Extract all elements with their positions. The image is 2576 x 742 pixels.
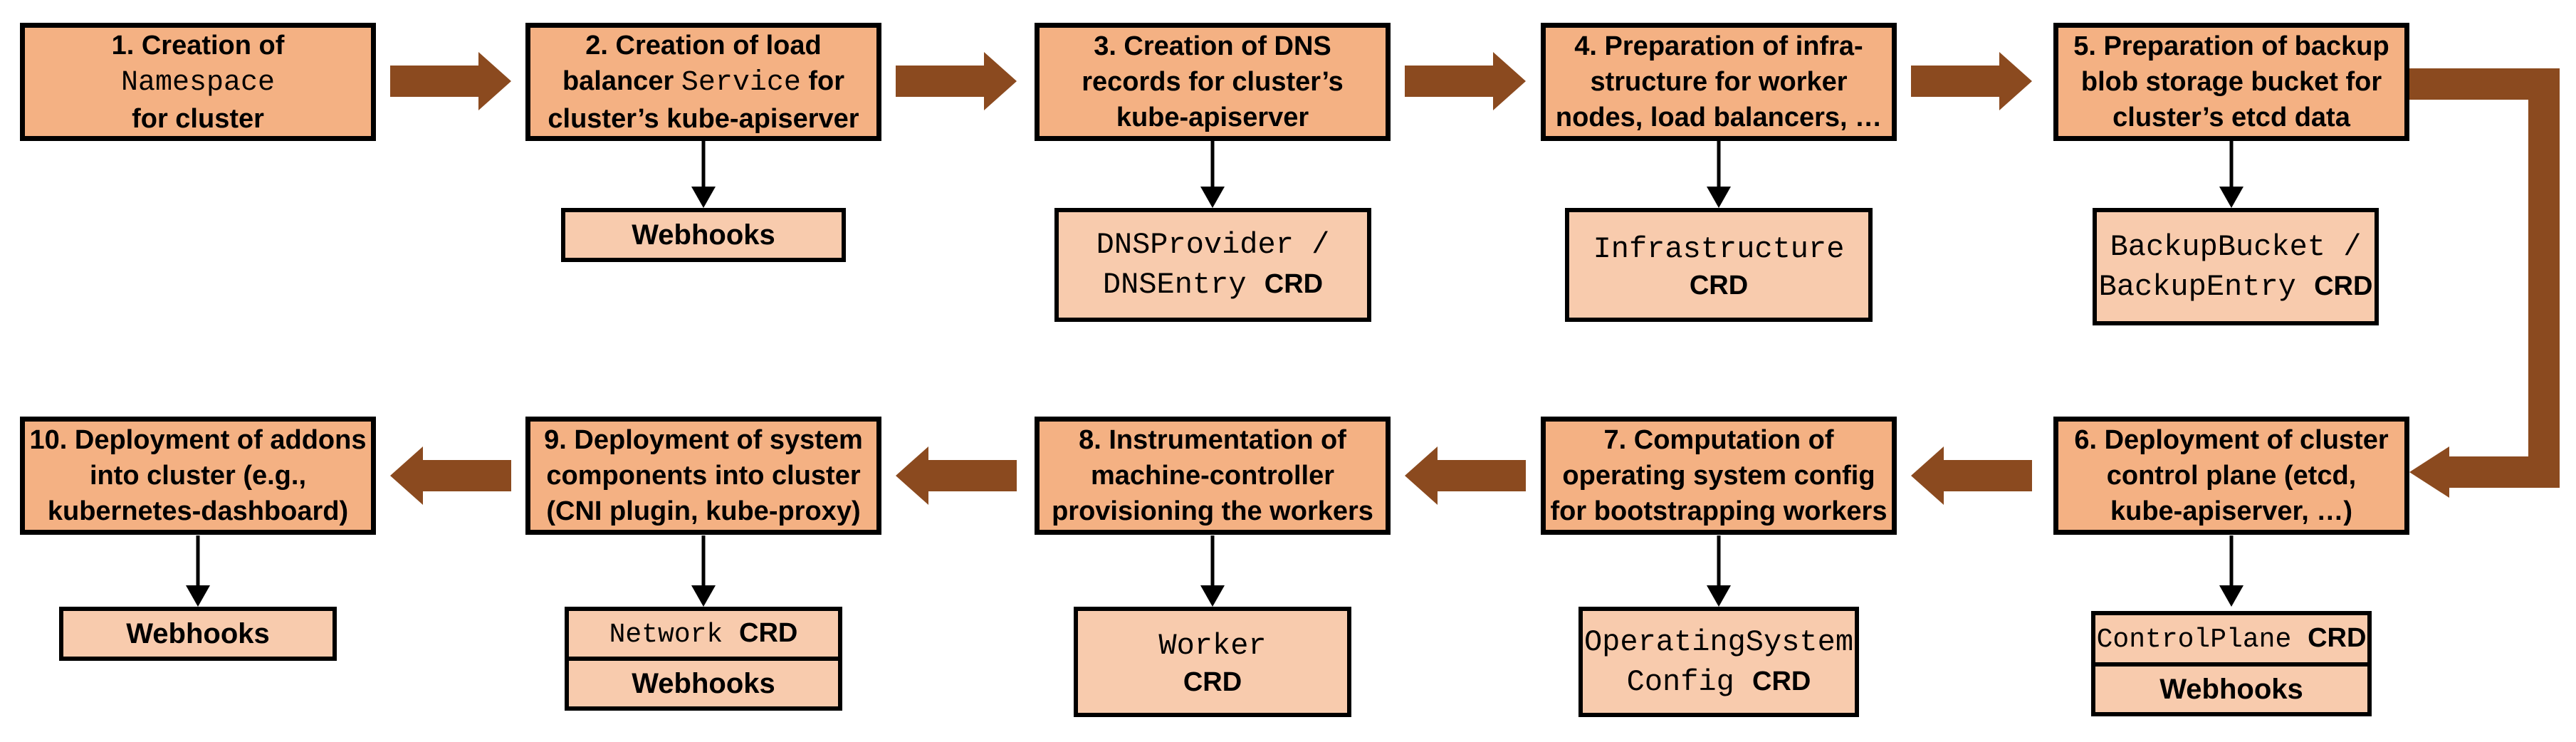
step-9-box: 9. Deployment of system components into … <box>525 417 881 535</box>
dnsentry-label: DNSEntry <box>1102 268 1265 302</box>
arrow-step4-to-infrastructure-crd <box>1706 140 1732 208</box>
step-10-title-segment: kubernetes-dashboard) <box>47 496 349 526</box>
arrow-step7-to-step8 <box>1405 446 1526 505</box>
step-1-box: 1. Creation of Namespace for cluster <box>20 23 376 141</box>
step-5-crd-box: BackupBucket / BackupEntry CRD <box>2093 208 2379 325</box>
step-3-box: 3. Creation of DNS records for cluster’s… <box>1035 23 1391 141</box>
step-1-title-segment: 1. Creation of <box>111 30 285 61</box>
backupentry-label: BackupEntry <box>2098 269 2315 304</box>
step-10-webhooks-box: Webhooks <box>59 607 337 661</box>
step-5-title-segment: cluster’s etcd data <box>2112 103 2350 132</box>
webhooks-label: Webhooks <box>632 667 775 699</box>
step-4-title-segment: 4. Preparation of infra- <box>1574 31 1863 61</box>
step-5-title-segment: blob storage bucket for <box>2080 67 2382 97</box>
step-3-title-segment: kube-apiserver <box>1116 103 1309 132</box>
step-9-title-segment: (CNI plugin, kube-proxy) <box>546 496 861 526</box>
arrow-step5-to-backup-crd <box>2219 140 2244 208</box>
config-label: Config <box>1626 664 1753 699</box>
arrow-step7-to-osconfig-crd <box>1706 535 1732 607</box>
arrow-step3-to-dns-crd <box>1200 140 1225 208</box>
worker-label: Worker <box>1158 629 1267 663</box>
arrow-step2-to-step3 <box>896 52 1017 110</box>
arrow-step8-to-step9 <box>896 446 1017 505</box>
step-2-box: 2. Creation of load balancer Service for… <box>525 23 881 141</box>
step-5-title-segment: 5. Preparation of backup <box>2073 31 2389 61</box>
step-2-title-segment: cluster’s kube-apiserver <box>548 103 859 134</box>
arrow-step10-to-webhooks <box>185 535 211 607</box>
step-2-webhooks-box: Webhooks <box>561 208 846 262</box>
crd-label: CRD <box>1752 666 1811 696</box>
crd-label: CRD <box>739 617 798 648</box>
arrow-step1-to-step2 <box>390 52 511 110</box>
step-4-crd-box: Infrastructure CRD <box>1565 208 1873 322</box>
step-1-title-segment: for cluster <box>132 103 264 134</box>
arrow-step2-to-webhooks <box>691 140 716 208</box>
webhooks-label: Webhooks <box>632 219 775 251</box>
step-4-title-segment: nodes, load balancers, … <box>1555 103 1883 132</box>
step-3-title-segment: 3. Creation of DNS <box>1094 31 1331 61</box>
arrow-step4-to-step5 <box>1911 52 2032 110</box>
connector-step5-to-step6-arrowhead <box>2409 446 2449 498</box>
step-4-title-segment: structure for worker <box>1590 67 1848 97</box>
step-8-crd-box: Worker CRD <box>1074 607 1351 717</box>
step-3-title-segment: records for cluster’s <box>1082 67 1344 97</box>
arrow-step6-to-step7 <box>1911 446 2032 505</box>
backupbucket-label: BackupBucket / <box>2110 229 2362 264</box>
operatingsystem-label: OperatingSystem <box>1583 625 1854 659</box>
step-7-title-segment: operating system config <box>1562 461 1875 491</box>
step-8-title-segment: provisioning the workers <box>1052 496 1373 526</box>
crd-label: CRD <box>1689 270 1749 301</box>
arrow-step9-to-network-crd <box>691 535 716 607</box>
step-10-box: 10. Deployment of addons into cluster (e… <box>20 417 376 535</box>
step-6-title-segment: control plane (etcd, <box>2106 461 2357 491</box>
step-4-box: 4. Preparation of infra- structure for w… <box>1541 23 1897 141</box>
crd-label: CRD <box>2314 271 2373 301</box>
step-2-title-segment: for <box>800 66 845 96</box>
step-3-crd-box: DNSProvider / DNSEntry CRD <box>1054 208 1371 322</box>
step-6-title-segment: kube-apiserver, …) <box>2110 496 2353 526</box>
step-7-title-segment: for bootstrapping workers <box>1550 496 1888 526</box>
step-6-title-segment: 6. Deployment of cluster <box>2074 425 2389 455</box>
step-10-title-segment: into cluster (e.g., <box>89 461 307 491</box>
controlplane-label: ControlPlane <box>2096 624 2308 655</box>
step-10-title-segment: 10. Deployment of addons <box>29 425 367 455</box>
step-8-title-segment: machine-controller <box>1090 461 1335 491</box>
step-9-title-segment: components into cluster <box>546 461 861 491</box>
step-8-box: 8. Instrumentation of machine-controller… <box>1035 417 1391 535</box>
infrastructure-label: Infrastructure <box>1593 231 1845 266</box>
step-8-title-segment: 8. Instrumentation of <box>1079 425 1346 455</box>
crd-label: CRD <box>1264 269 1324 299</box>
step-2-title-segment: 2. Creation of load <box>585 30 822 61</box>
step-7-box: 7. Computation of operating system confi… <box>1541 417 1897 535</box>
webhooks-label: Webhooks <box>2159 673 2303 705</box>
arrow-step6-to-controlplane-crd <box>2219 535 2244 607</box>
crd-label: CRD <box>1183 667 1242 697</box>
webhooks-label: Webhooks <box>126 617 270 649</box>
network-label: Network <box>609 619 740 650</box>
connector-step5-to-step6-bottom-segment <box>2449 456 2560 488</box>
arrow-step3-to-step4 <box>1405 52 1526 110</box>
step-9-title-segment: 9. Deployment of system <box>544 425 863 455</box>
connector-step5-to-step6-vertical-segment <box>2528 68 2560 488</box>
step-7-crd-box: OperatingSystem Config CRD <box>1578 607 1859 717</box>
step-6-webhooks-box: Webhooks <box>2091 662 2372 716</box>
step-6-crd-box: ControlPlane CRD <box>2091 611 2372 667</box>
step-6-box: 6. Deployment of cluster control plane (… <box>2053 417 2409 535</box>
crd-label: CRD <box>2308 622 2367 653</box>
step-7-title-segment: 7. Computation of <box>1603 425 1834 455</box>
arrow-step8-to-worker-crd <box>1200 535 1225 607</box>
step-1-resource-name: Namespace <box>120 66 276 99</box>
step-2-title-segment: balancer <box>562 66 681 96</box>
arrow-step9-to-step10 <box>390 446 511 505</box>
dnsprovider-label: DNSProvider / <box>1096 228 1330 262</box>
step-5-box: 5. Preparation of backup blob storage bu… <box>2053 23 2409 141</box>
step-9-crd-box: Network CRD <box>565 607 842 661</box>
step-2-resource-name: Service <box>681 66 801 99</box>
step-9-webhooks-box: Webhooks <box>565 657 842 711</box>
